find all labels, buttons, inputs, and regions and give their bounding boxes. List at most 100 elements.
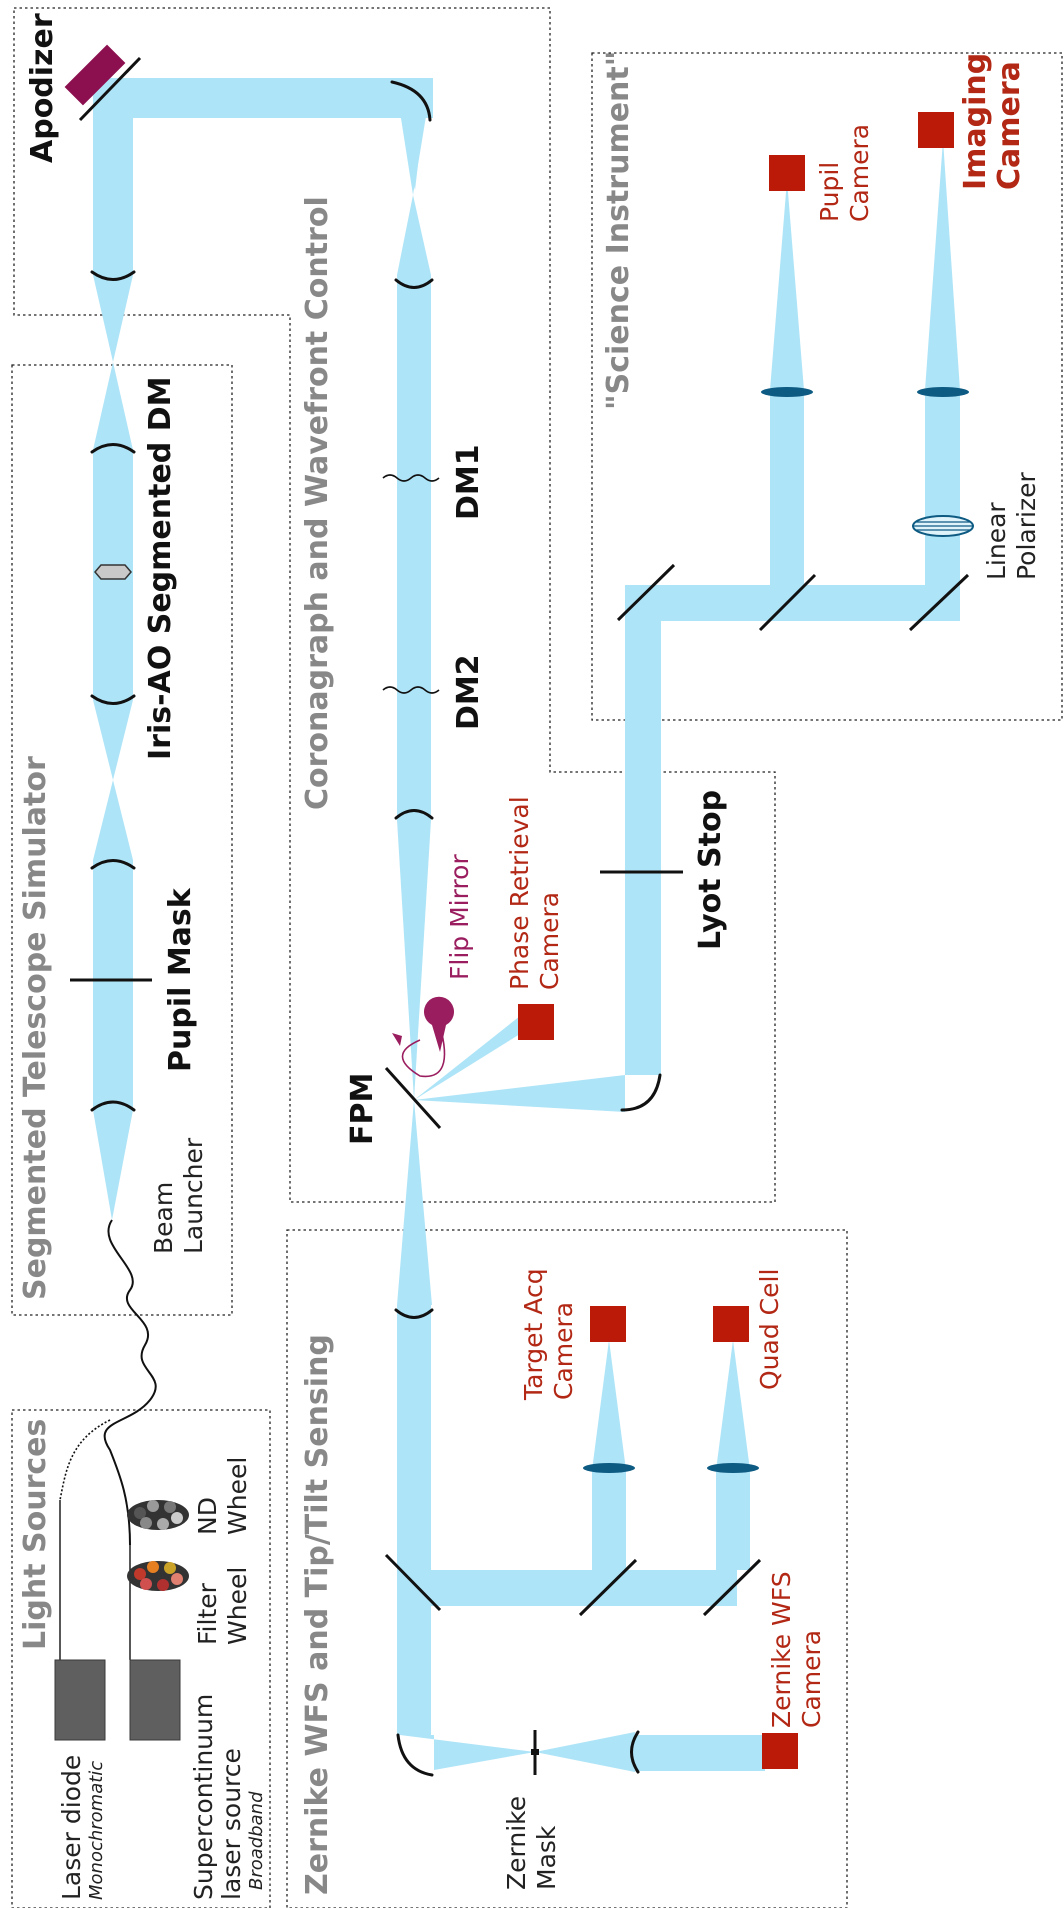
apodizer: [64, 44, 142, 122]
mirror-5: [394, 278, 434, 289]
laser-diode-source: [54, 1659, 106, 1741]
lens-pupil: [761, 387, 813, 397]
iris-ao-segment: [94, 564, 132, 580]
splitter-zernike-3: [702, 1558, 762, 1617]
splitter-zernike-1: [384, 1553, 442, 1612]
beam-science-h: [625, 585, 960, 621]
filter-wheel-icon: [127, 1561, 189, 1591]
beam-acq-arm: [592, 1470, 626, 1570]
beam-pupil-arm: [770, 390, 804, 585]
beam-pupil-cone: [770, 180, 804, 390]
science-instrument-box: [591, 52, 1063, 721]
splitter-zernike-2: [578, 1558, 638, 1617]
section-segmented-telescope: Segmented Telescope Simulator: [18, 756, 53, 1300]
label-filter-wheel: Filter Wheel: [193, 1567, 252, 1645]
fpm-mirror: [384, 1066, 442, 1130]
beam-zernike-h: [397, 1570, 737, 1606]
beam-seg-5: [397, 1305, 431, 1735]
mirror-7: [394, 1308, 434, 1319]
beam-focus-2: [93, 275, 133, 450]
label-beam-launcher: Beam Launcher: [149, 1137, 208, 1254]
mirror-4: [90, 270, 136, 281]
beam-lyot: [625, 605, 661, 1075]
dm2: [382, 686, 440, 694]
pupil-camera-icon: [769, 155, 805, 191]
label-zernike-mask: Zernike Mask: [502, 1788, 561, 1890]
zernike-mask-dot: [531, 1749, 539, 1755]
beam-seg-4: [397, 275, 431, 820]
zernike-wfs-camera-icon: [762, 1733, 798, 1769]
label-lyot-stop: Lyot Stop: [693, 790, 728, 950]
curved-mirrors: [90, 80, 662, 1777]
mirror-3: [90, 443, 136, 454]
beam-imaging-cone: [925, 140, 960, 390]
beam-quad-arm: [716, 1470, 750, 1570]
label-apodizer: Apodizer: [25, 13, 60, 163]
label-imaging-camera: Imaging Camera: [958, 42, 1027, 190]
beam-acq-cone: [592, 1340, 626, 1470]
label-iris-ao: Iris-AO Segmented DM: [143, 377, 178, 760]
phase-retrieval-camera-icon: [518, 1004, 554, 1040]
label-pupil-camera: Pupil Camera: [815, 124, 874, 222]
beam-focus-3: [395, 80, 432, 275]
beam-phase-retrieval: [414, 1016, 520, 1100]
mirror-top: [390, 80, 432, 122]
label-target-acq-camera: Target Acq Camera: [519, 1260, 578, 1401]
lens-quad: [707, 1463, 759, 1473]
lens-acq: [583, 1463, 635, 1473]
label-laser-diode-sub: Monochromatic: [86, 1761, 107, 1900]
beam-launcher-cone: [93, 1110, 133, 1220]
label-flip-mirror: Flip Mirror: [445, 854, 474, 980]
label-linear-polarizer: Linear Polarizer: [982, 472, 1041, 580]
lenses: [583, 387, 974, 1473]
label-phase-retrieval-camera: Phase Retrieval Camera: [505, 788, 564, 990]
splitter-science-3: [908, 573, 970, 632]
beam-focus-1: [93, 700, 133, 860]
section-coronagraph: Coronagraph and Wavefront Control: [300, 196, 335, 810]
mirror-1: [90, 859, 136, 870]
mirror-zernike-bottom: [396, 1733, 434, 1777]
quad-cell-icon: [713, 1306, 749, 1342]
splitter-science-1: [616, 563, 676, 622]
light-sources-box: [11, 1409, 271, 1908]
beam-path: [93, 78, 960, 1772]
laser-diode-fiber: [59, 1419, 111, 1501]
beam-to-fpm: [397, 820, 431, 1100]
beam-zernike-camera: [635, 1735, 765, 1771]
mirror-6: [394, 809, 434, 820]
splitter-science-2: [758, 573, 817, 632]
label-quad-cell: Quad Cell: [755, 1269, 784, 1390]
apodizer-element: [64, 44, 126, 106]
label-dm1: DM1: [451, 444, 486, 520]
beam-zernike-out: [535, 1732, 635, 1772]
nd-wheel-icon: [127, 1500, 189, 1530]
optical-fiber: [103, 1219, 157, 1546]
flip-arrow-icon: [401, 1025, 446, 1078]
dm1: [382, 474, 440, 482]
mirror-launcher: [90, 1100, 136, 1112]
lens-imaging: [917, 387, 969, 397]
mirror-2: [90, 694, 136, 705]
beam-zernike-in: [400, 1735, 535, 1770]
zernike-box: [286, 1229, 848, 1908]
beam-top: [93, 78, 433, 118]
imaging-camera-icon: [918, 112, 954, 148]
label-laser-diode: Laser diode: [57, 1755, 86, 1900]
beam-quad-cone: [716, 1340, 750, 1470]
flip-mirror: [392, 996, 455, 1078]
label-nd-wheel: ND Wheel: [193, 1457, 252, 1535]
segmented-telescope-box: [11, 364, 233, 1316]
label-supercontinuum: Supercontinuum laser source: [189, 1686, 246, 1900]
beam-to-lyot: [414, 1075, 625, 1112]
supercontinuum-source: [129, 1659, 181, 1741]
mirror-lyot-bottom: [620, 1073, 662, 1112]
section-science: "Science Instrument": [601, 51, 636, 410]
label-dm2: DM2: [451, 654, 486, 730]
stops: [70, 870, 683, 1775]
target-acq-camera-icon: [590, 1306, 626, 1342]
label-zernike-wfs-camera: Zernike WFS Camera: [767, 1563, 826, 1728]
section-light-sources: Light Sources: [18, 1419, 53, 1650]
beam-from-fpm: [397, 1100, 432, 1305]
flat-mirrors: [384, 563, 970, 1617]
